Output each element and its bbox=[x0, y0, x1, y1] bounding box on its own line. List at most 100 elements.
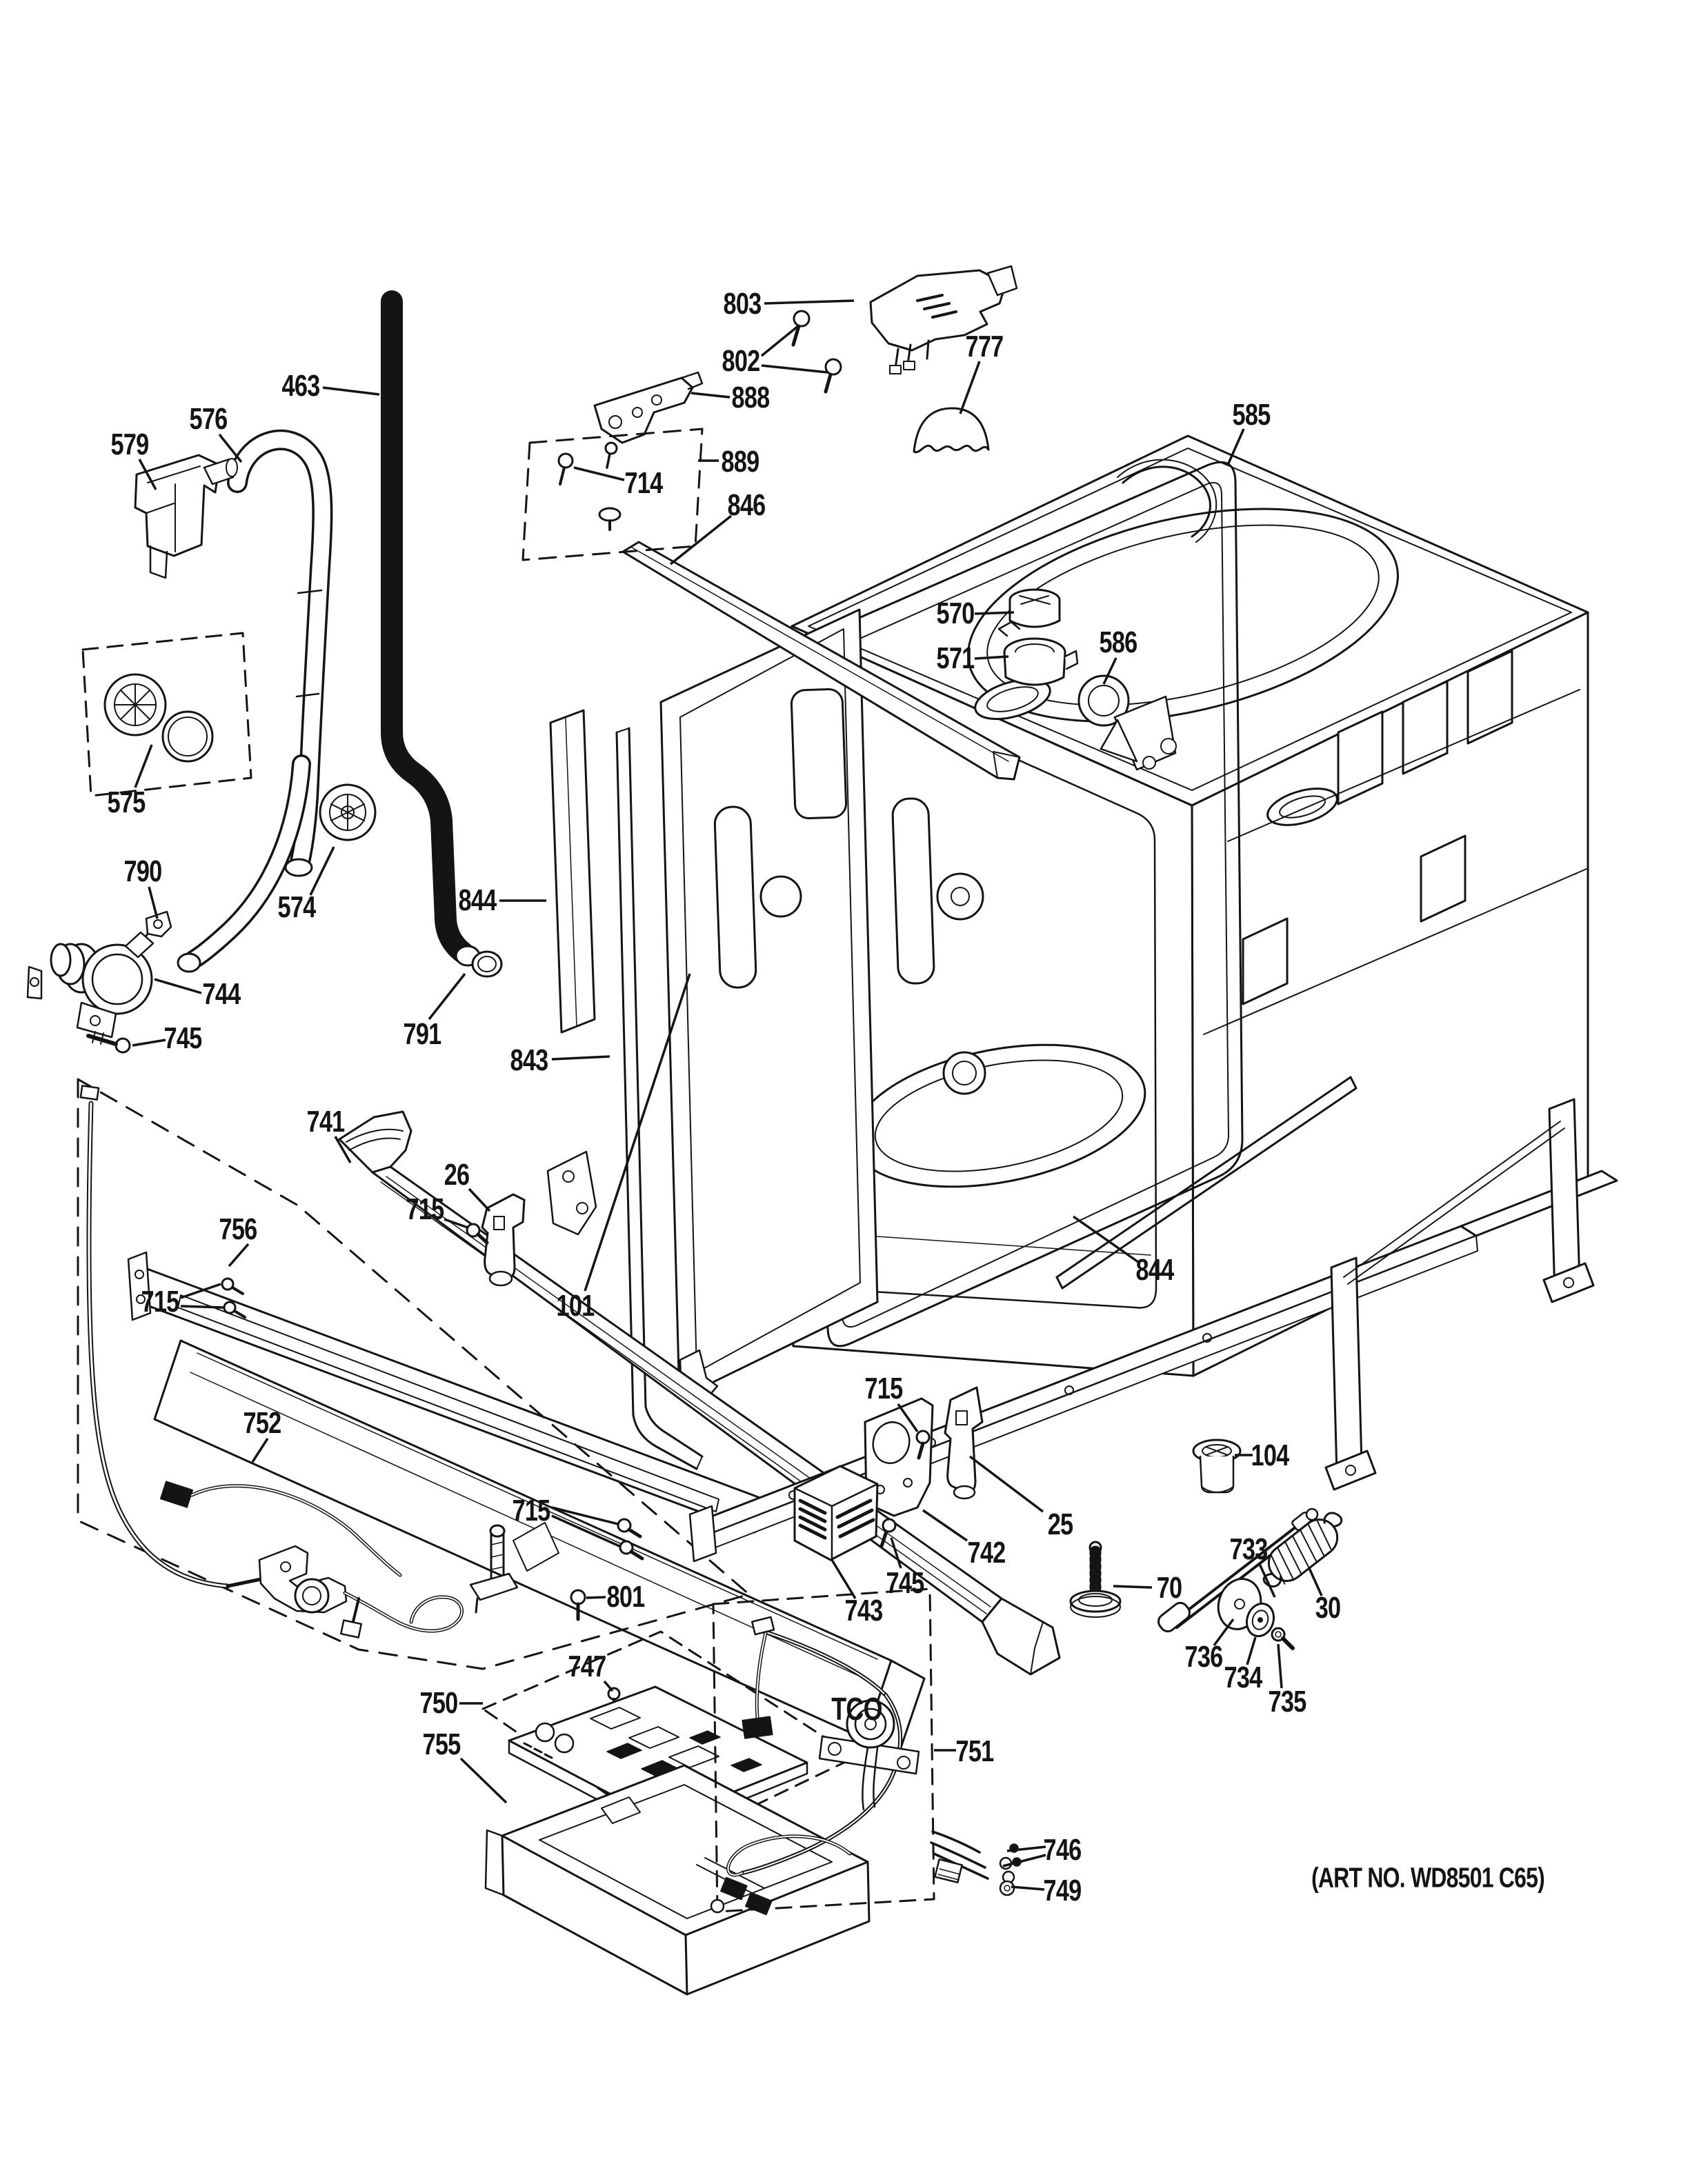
part-label-715: 715 bbox=[141, 1285, 180, 1319]
leader-line-715 bbox=[551, 1506, 619, 1525]
dashed-region-752 bbox=[77, 1078, 750, 1670]
part-label-579: 579 bbox=[110, 428, 150, 461]
seals-and-trim bbox=[549, 541, 1358, 1470]
leader-line-745 bbox=[132, 1039, 166, 1047]
bottom-parts bbox=[469, 1524, 1022, 1996]
leader-line-585 bbox=[1226, 428, 1245, 465]
dashed-box-575 bbox=[81, 632, 252, 797]
part-label-756: 756 bbox=[219, 1212, 258, 1246]
flood-switch-803 bbox=[869, 269, 1007, 352]
bracket-26 bbox=[481, 1193, 526, 1287]
leader-line-26 bbox=[468, 1188, 491, 1212]
part-label-463: 463 bbox=[281, 369, 321, 403]
leader-line-755 bbox=[459, 1757, 508, 1804]
dashed-box-751 bbox=[712, 1587, 935, 1913]
screw-745-right bbox=[879, 1518, 897, 1548]
impeller-kit-575 bbox=[103, 673, 214, 763]
trim-846 bbox=[622, 541, 1021, 781]
leader-line-575 bbox=[134, 744, 153, 788]
part-label-715: 715 bbox=[864, 1372, 904, 1405]
part-label-751: 751 bbox=[955, 1734, 995, 1768]
clamp-571 bbox=[997, 621, 1079, 686]
bracket-25 bbox=[944, 1386, 984, 1500]
part-label-742: 742 bbox=[967, 1536, 1006, 1570]
part-label-734: 734 bbox=[1224, 1661, 1263, 1694]
leader-line-790 bbox=[148, 886, 159, 919]
leader-line-733 bbox=[1258, 1563, 1276, 1598]
screw-745-left bbox=[86, 1031, 131, 1054]
thermistor-pin bbox=[469, 1524, 519, 1614]
top-parts bbox=[521, 265, 1177, 771]
leader-line-714 bbox=[573, 466, 625, 481]
control-board-750 bbox=[508, 1685, 808, 1834]
leader-line-744 bbox=[154, 978, 202, 994]
leader-line-745 bbox=[890, 1537, 902, 1569]
part-label-104: 104 bbox=[1251, 1439, 1290, 1472]
leader-line-715 bbox=[180, 1283, 221, 1299]
leader-line-746 bbox=[1006, 1845, 1046, 1852]
leader-line-715 bbox=[897, 1403, 919, 1433]
leader-line-742 bbox=[922, 1509, 968, 1542]
part-label-846: 846 bbox=[727, 488, 766, 522]
leader-line-715 bbox=[551, 1514, 620, 1547]
screw-715-a bbox=[466, 1223, 489, 1245]
leader-line-756 bbox=[228, 1243, 250, 1268]
part-label-889: 889 bbox=[721, 445, 760, 479]
leader-line-741 bbox=[334, 1136, 352, 1163]
board-cover-755 bbox=[484, 1764, 871, 1996]
part-label-791: 791 bbox=[403, 1017, 442, 1051]
dashed-box-889 bbox=[521, 428, 704, 561]
leader-line-463 bbox=[322, 386, 380, 396]
leader-line-846 bbox=[669, 514, 733, 565]
leader-line-735 bbox=[1277, 1643, 1283, 1689]
part-label-743: 743 bbox=[844, 1594, 884, 1627]
access-panel bbox=[153, 1339, 926, 1757]
part-label-736: 736 bbox=[1184, 1640, 1224, 1674]
leader-line-570 bbox=[974, 611, 1015, 615]
part-label-25: 25 bbox=[1047, 1507, 1073, 1541]
part-label-570: 570 bbox=[936, 597, 975, 630]
leader-line-101 bbox=[584, 973, 691, 1292]
mounting-nut-104 bbox=[1192, 1439, 1242, 1494]
part-label-844: 844 bbox=[1135, 1253, 1175, 1287]
check-valve-570 bbox=[1008, 588, 1061, 628]
part-label-715: 715 bbox=[406, 1192, 445, 1226]
part-label-30: 30 bbox=[1315, 1591, 1341, 1625]
part-label-803: 803 bbox=[723, 287, 762, 321]
door-harness-752 bbox=[79, 1085, 464, 1639]
leader-line-574 bbox=[309, 846, 335, 896]
vent-grommet-777 bbox=[913, 407, 990, 454]
leader-line-747 bbox=[603, 1680, 614, 1692]
leader-line-801 bbox=[586, 1596, 606, 1599]
oring-791 bbox=[471, 950, 503, 978]
part-label-744: 744 bbox=[202, 977, 241, 1011]
screws-715-c bbox=[617, 1518, 644, 1561]
part-label-70: 70 bbox=[1156, 1571, 1182, 1605]
leader-line-70 bbox=[1113, 1585, 1153, 1589]
right-parts bbox=[688, 1098, 1618, 1650]
part-label-790: 790 bbox=[123, 854, 163, 888]
screws-802 bbox=[791, 310, 842, 394]
leader-line-752 bbox=[251, 1438, 269, 1463]
leader-line-586 bbox=[1102, 657, 1117, 685]
part-label-746: 746 bbox=[1043, 1833, 1082, 1867]
leader-line-736 bbox=[1213, 1618, 1235, 1647]
leader-line-25 bbox=[968, 1455, 1044, 1513]
leader-line-715 bbox=[444, 1218, 468, 1229]
part-label-733: 733 bbox=[1229, 1532, 1269, 1566]
part-label-574: 574 bbox=[277, 890, 317, 924]
leader-line-777 bbox=[959, 361, 981, 414]
part-label-844: 844 bbox=[458, 883, 497, 917]
screw-735 bbox=[1271, 1627, 1295, 1650]
part-label-576: 576 bbox=[189, 402, 228, 436]
leader-line-576 bbox=[218, 433, 243, 463]
rail-844-right bbox=[1055, 1076, 1358, 1290]
part-label-tco: TCO bbox=[831, 1691, 882, 1727]
part-label-777: 777 bbox=[965, 330, 1004, 363]
part-label-802: 802 bbox=[722, 344, 761, 378]
seal-843 bbox=[615, 731, 698, 1470]
leader-line-571 bbox=[974, 655, 1009, 660]
part-label-749: 749 bbox=[1043, 1874, 1082, 1907]
part-label-752: 752 bbox=[243, 1406, 282, 1440]
